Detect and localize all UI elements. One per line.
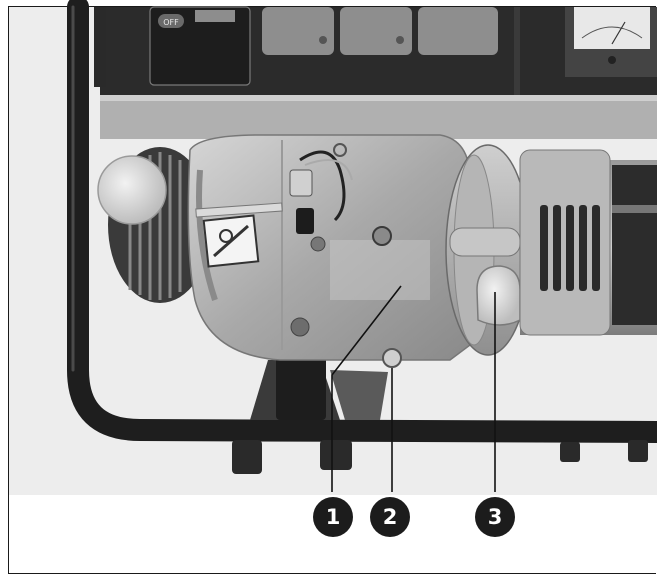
callout-2: 2 [370,497,410,537]
oil-filler-cap [476,265,521,326]
off-label: OFF [163,18,179,27]
socket-1 [262,7,334,55]
callout-1: 1 [313,497,353,537]
voltmeter [574,7,650,49]
panel-rail [100,95,657,139]
engine-mount [250,350,388,420]
alternator [519,149,657,336]
engine-crankcase [187,134,471,368]
coupling-housing [445,144,531,356]
starter-handle-cap [97,155,167,225]
callout-3: 3 [475,497,515,537]
socket-3 [418,7,498,55]
recoil-starter [97,147,212,303]
leader-lines [331,285,496,492]
oil-drain-bolt [382,348,402,368]
control-panel: OFF [100,6,657,102]
off-switch [158,14,184,28]
socket-2 [340,7,412,55]
rubber-foot [232,440,262,474]
frame-tube [67,0,657,443]
